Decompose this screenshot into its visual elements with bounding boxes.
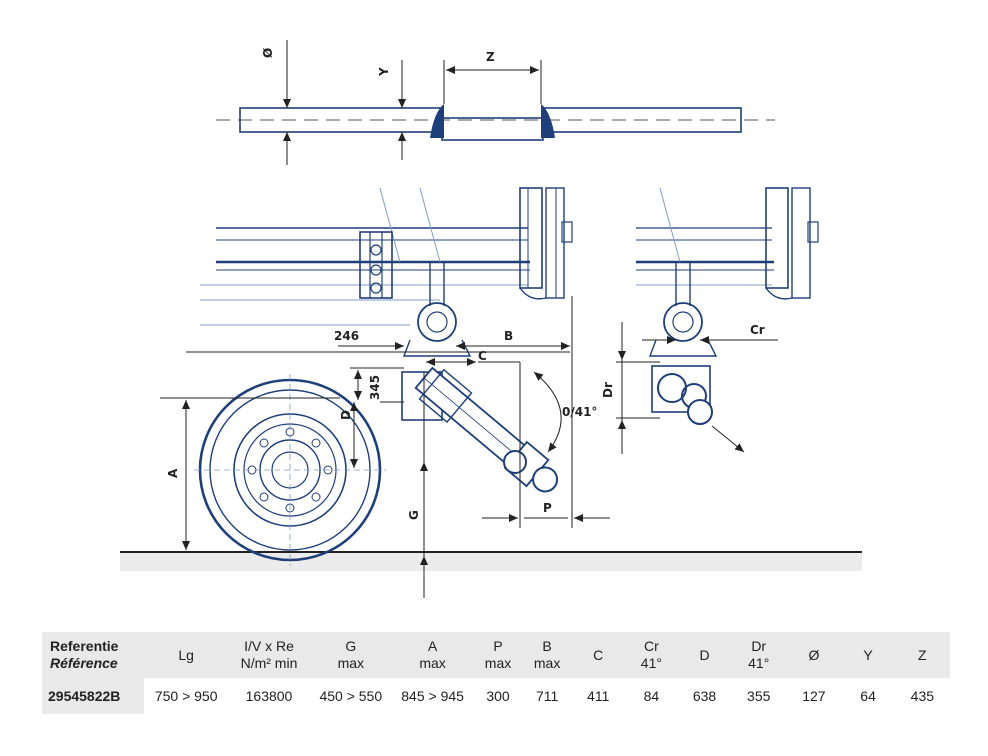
cell-diameter: 127 (802, 688, 826, 704)
cell-cr: 84 (643, 688, 660, 704)
cell-lg: 750 > 950 (154, 688, 218, 704)
pump-assembly (401, 366, 559, 493)
wheel (194, 374, 386, 566)
shaft-top-view (216, 40, 775, 165)
main-dimensions (182, 342, 610, 598)
header-z: Z (894, 632, 950, 678)
label-dr: Dr (601, 382, 615, 398)
label-c: C (478, 349, 487, 363)
cell-p: 300 (486, 688, 510, 704)
label-g: G (407, 510, 421, 520)
label-d: D (339, 410, 353, 420)
cell-c: 411 (587, 688, 610, 704)
label-z: Z (486, 50, 495, 64)
header-c: C (571, 632, 625, 678)
label-345: 345 (368, 375, 382, 400)
label-angle: 0/41° (562, 405, 597, 419)
label-a: A (166, 468, 180, 478)
label-246: 246 (334, 329, 359, 343)
cell-dr: 355 (747, 688, 771, 704)
rotated-view (636, 187, 819, 425)
label-p: P (543, 501, 552, 515)
label-b: B (504, 329, 513, 343)
label-cr: Cr (750, 323, 765, 337)
vehicle-frame (200, 187, 573, 357)
ground (120, 551, 862, 571)
label-y: Y (377, 67, 391, 77)
cell-g: 450 > 550 (319, 688, 383, 704)
cell-b: 711 (535, 688, 559, 704)
cell-a: 845 > 945 (401, 688, 464, 704)
label-diameter: Ø (261, 48, 275, 58)
table-row: 29545822B 750 > 950 163800 450 > 550 845… (42, 678, 950, 714)
header-lg: Lg (144, 632, 229, 678)
cell-z: 435 (910, 688, 935, 704)
technical-drawing: Ø Y Z (120, 40, 862, 598)
cell-d: 638 (692, 688, 717, 704)
header-diameter: Ø (786, 632, 842, 678)
header-y: Y (841, 632, 895, 678)
rotated-dimensions (616, 322, 778, 454)
header-d: D (677, 632, 732, 678)
cell-y: 64 (860, 688, 876, 704)
cell-iv-re: 163800 (245, 688, 293, 704)
cell-reference: 29545822B (42, 678, 145, 714)
